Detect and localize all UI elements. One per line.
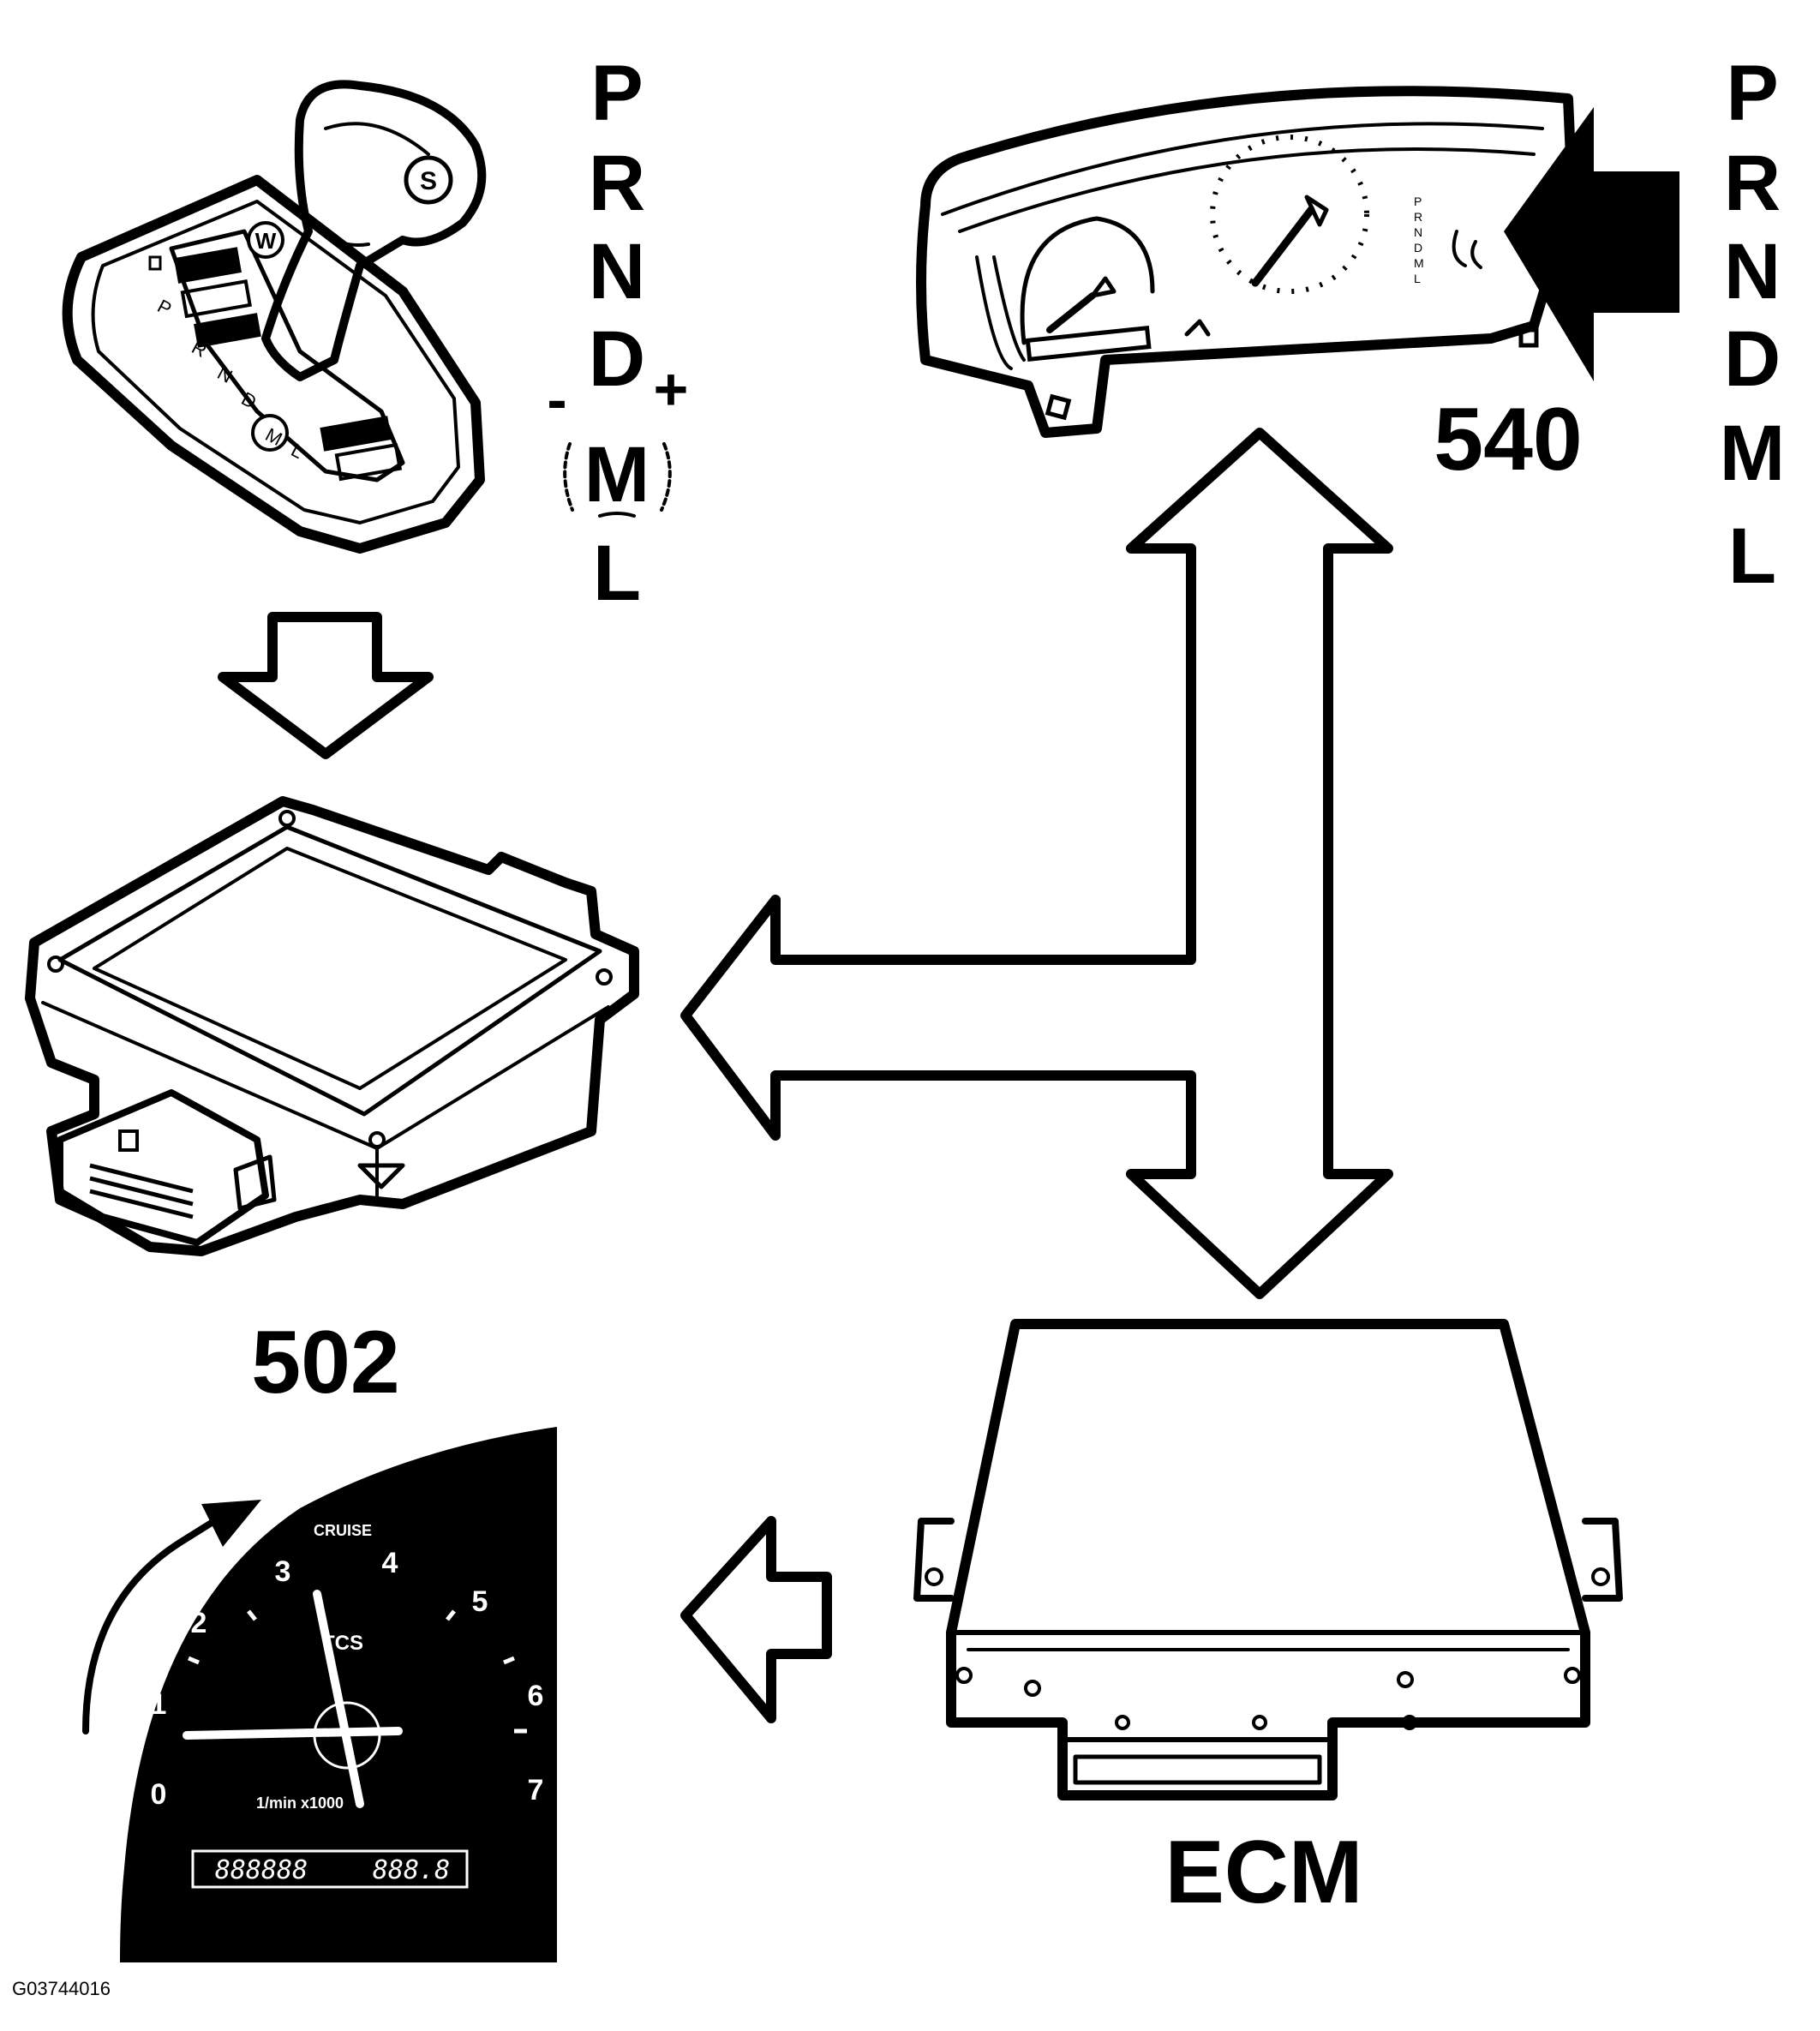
svg-text:R: R xyxy=(1414,210,1422,224)
shifter-gear-m: M xyxy=(584,431,650,518)
svg-text:M: M xyxy=(1414,256,1424,270)
left-arrow-ecm-to-tacho xyxy=(680,1516,832,1723)
shifter-knob-button-label: S xyxy=(420,167,437,195)
gear-shifter-illustration: S W P R N D M L xyxy=(62,80,487,554)
shifter-gear-d: D xyxy=(589,315,645,403)
cluster-gear-d: D xyxy=(1724,315,1781,403)
rpm-rising-arrow xyxy=(82,1518,218,1734)
svg-text:N: N xyxy=(1414,225,1422,239)
ecm-module-illustration xyxy=(913,1319,1623,1800)
cluster-gear-legend: P R N D M L xyxy=(1720,50,1786,600)
cluster-gear-l: L xyxy=(1728,512,1776,600)
tripmeter-value: 888.8 xyxy=(373,1855,450,1885)
instrument-cluster-illustration: P R N D M L xyxy=(916,86,1578,438)
tachometer-illustration: 0 1 2 3 4 5 6 7 CRUISE TCS 1/min x1000 8… xyxy=(82,1427,557,1962)
svg-text:L: L xyxy=(1414,272,1421,285)
tacho-cruise-indicator: CRUISE xyxy=(314,1522,372,1539)
tacho-tcs-indicator: TCS xyxy=(322,1632,363,1655)
shifter-gear-p: P xyxy=(590,50,643,137)
shifter-winter-button-label: W xyxy=(255,228,277,254)
odometer-display xyxy=(191,1849,469,1889)
shifter-gear-r: R xyxy=(589,140,645,227)
gate-letter-n: N xyxy=(214,362,236,387)
tacho-scale-7: 7 xyxy=(528,1774,544,1806)
tacho-scale-4: 4 xyxy=(382,1547,398,1579)
cluster-label-540: 540 xyxy=(1434,390,1583,489)
tacho-scale-1: 1 xyxy=(151,1688,167,1721)
cluster-gear-r: R xyxy=(1724,140,1781,227)
odometer-value: 888888 xyxy=(215,1855,308,1885)
tacho-scale-6: 6 xyxy=(528,1680,544,1712)
gate-letter-r: R xyxy=(189,336,211,362)
shifter-gear-legend: P R N D - + M L xyxy=(547,50,688,617)
cluster-gear-p: P xyxy=(1726,50,1778,137)
filled-arrow-to-cluster xyxy=(1504,107,1679,381)
tacho-scale-3: 3 xyxy=(275,1555,291,1588)
svg-text:P: P xyxy=(1414,195,1422,208)
svg-text:D: D xyxy=(1414,241,1422,255)
figure-id: G03744016 xyxy=(12,1978,111,1999)
gate-letter-p: P xyxy=(154,295,176,320)
cluster-mini-gear-column: P R N D M L xyxy=(1414,195,1424,285)
shifter-gear-n: N xyxy=(589,228,645,315)
tacho-scale-0: 0 xyxy=(151,1778,167,1811)
cluster-gear-n: N xyxy=(1724,228,1781,315)
down-arrow-shifter-to-502 xyxy=(218,612,434,759)
ecm-label: ECM xyxy=(1164,1823,1362,1922)
tacho-scale-5: 5 xyxy=(472,1585,488,1618)
shifter-gear-l: L xyxy=(593,530,641,617)
bus-double-arrow-vertical xyxy=(680,428,1393,1299)
tcm-label-502: 502 xyxy=(251,1313,400,1412)
shifter-plus-sign: + xyxy=(654,356,689,422)
tcm-module-illustration xyxy=(25,796,639,1256)
cluster-gear-m: M xyxy=(1720,410,1786,497)
tacho-unit-label: 1/min x1000 xyxy=(256,1794,344,1812)
shifter-minus-sign: - xyxy=(547,366,566,433)
tacho-scale-2: 2 xyxy=(191,1607,207,1639)
